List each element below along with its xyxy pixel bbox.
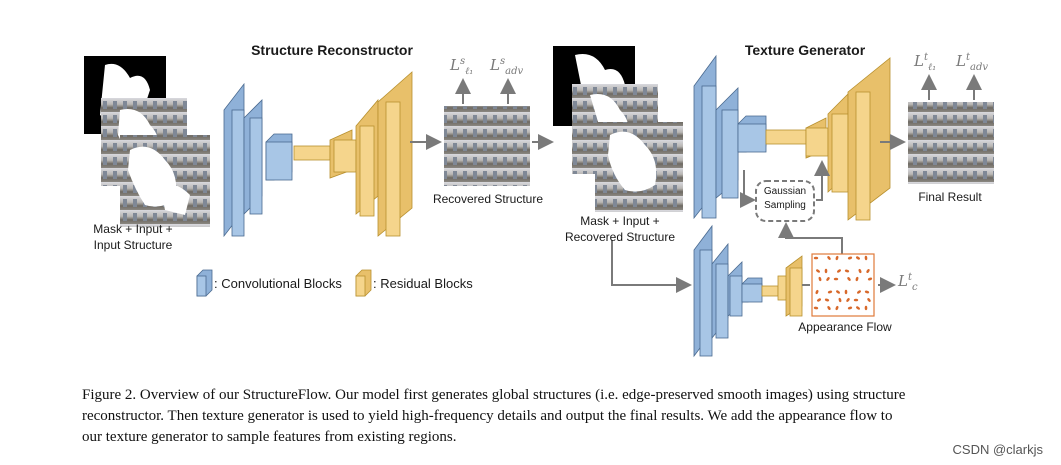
- flow-vector-dot: [858, 268, 862, 274]
- flow-vector-dot: [827, 290, 833, 294]
- caption-line-3: our texture generator to sample features…: [82, 429, 457, 445]
- recovered-structure-image: [444, 106, 530, 186]
- flow-vector-dot: [864, 305, 868, 311]
- final-result-label: Final Result: [918, 190, 982, 204]
- flow-vector-dot: [816, 269, 820, 273]
- flow-vector-dot: [827, 306, 831, 310]
- sr-residual-chain: [293, 71, 413, 237]
- flow-vector-dot: [856, 256, 860, 260]
- flow-vector-dot: [846, 298, 850, 302]
- flow-vector-dot: [824, 268, 828, 274]
- loss-structure-adv: Lsadv: [490, 56, 524, 77]
- input-label-line2: Input Structure: [93, 238, 173, 252]
- caption-line-1: Figure 2. Overview of our StructureFlow.…: [82, 387, 906, 403]
- structureflow-figure: Structure Reconstructor Texture Generato…: [84, 42, 994, 358]
- csdn-watermark: CSDN @clarkjs: [952, 442, 1043, 457]
- flow-vector-dot: [847, 306, 853, 310]
- gaussian-label-line2: Sampling: [764, 200, 806, 211]
- flow-vector-dot: [813, 256, 819, 260]
- mid-label-line2: Recovered Structure: [564, 230, 676, 244]
- flow-vector-dot: [838, 297, 842, 303]
- input-label-line1: Mask + Input +: [93, 222, 173, 236]
- flow-vector-dot: [835, 255, 839, 261]
- gaussian-label-line1: Gaussian: [763, 186, 807, 197]
- flow-vector-dot: [836, 290, 840, 294]
- flow-vector-dot: [844, 269, 850, 273]
- flow-vector-dot: [864, 255, 868, 261]
- legend-conv-label: : Convolutional Blocks: [214, 276, 342, 291]
- structure-reconstructor-title: Structure Reconstructor: [251, 42, 413, 58]
- input-image-stack: [84, 56, 210, 227]
- mid-input-stack: [553, 46, 683, 212]
- flow-vector-dot: [813, 306, 819, 310]
- legend-residual-label: : Residual Blocks: [373, 276, 473, 291]
- texture-generator: [693, 54, 891, 221]
- final-result-image: [908, 102, 994, 184]
- mid-label-line1: Mask + Input +: [580, 214, 660, 228]
- structure-reconstructor: [223, 71, 413, 238]
- architecture-diagram: [84, 46, 994, 358]
- gaussian-sampling-box: [755, 180, 815, 222]
- legend-conv-icon: [196, 269, 213, 297]
- flow-vector-dot: [837, 269, 841, 273]
- flow-vector-dot: [833, 277, 839, 281]
- texture-generator-title: Texture Generator: [744, 42, 866, 58]
- flow-vector-dot: [826, 277, 830, 281]
- appearance-flow-field: [811, 253, 875, 317]
- appearance-flow-encoder: [693, 224, 803, 358]
- loss-structure-l1: Lsℓ₁: [450, 56, 474, 77]
- flow-vector-dot: [847, 277, 851, 281]
- flow-vector-dot: [817, 298, 821, 302]
- appearance-flow-label: Appearance Flow: [798, 320, 892, 334]
- sr-conv-block-2: [243, 99, 263, 215]
- sr-conv-block-3: [265, 133, 293, 181]
- flow-vector-dot: [855, 276, 859, 282]
- flow-vector-dot: [818, 276, 822, 282]
- flow-vector-dot: [844, 289, 848, 295]
- flow-vector-dot: [867, 298, 871, 302]
- flow-vector-dot: [827, 256, 831, 260]
- flow-vector-dot: [847, 256, 853, 260]
- flow-vector-dot: [867, 277, 873, 281]
- flow-vector-dot: [835, 305, 839, 311]
- recovered-structure-label: Recovered Structure: [432, 192, 544, 206]
- loss-texture-correctness: Ltc: [898, 272, 918, 293]
- loss-texture-l1: Ltℓ₁: [914, 52, 937, 73]
- flow-vector-dot: [857, 290, 861, 294]
- flow-vector-dot: [815, 289, 819, 295]
- flow-vector-dot: [853, 298, 859, 302]
- sr-conv-block-1: [223, 82, 245, 238]
- caption-line-2: reconstructor. Then texture generator is…: [82, 408, 893, 424]
- figure-caption: Figure 2. Overview of our StructureFlow.…: [82, 385, 1027, 448]
- legend-residual-icon: [355, 269, 372, 297]
- flow-vector-dot: [864, 290, 870, 294]
- flow-vector-dot: [824, 298, 830, 302]
- flow-vector-dot: [856, 306, 860, 310]
- flow-vector-dot: [866, 269, 870, 273]
- loss-texture-adv: Ltadv: [956, 52, 989, 73]
